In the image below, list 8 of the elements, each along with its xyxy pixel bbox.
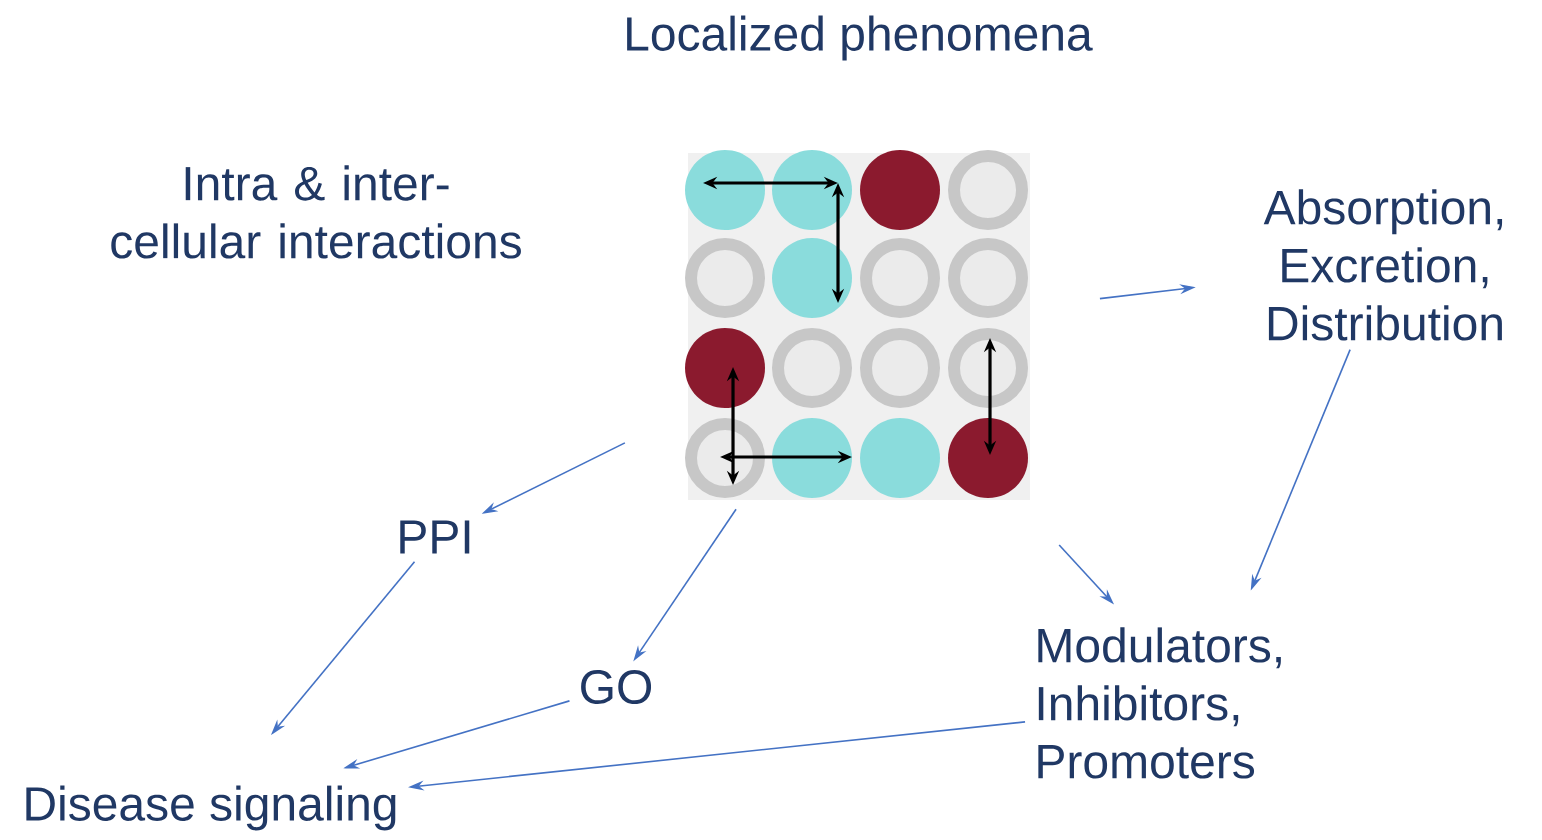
node-label: GO [581,670,652,704]
heading: Localized phenomena [627,15,1093,61]
node-label: Modulators, Inhibitors, Promoters [1038,627,1281,779]
node-label: PPI [400,520,470,554]
node-label: Disease signaling [26,785,396,831]
node-label: Absorption, Excretion, Distribution [1263,189,1503,341]
circle-grid-drawing [685,150,1030,500]
caption-text: Intra & inter-cellular interactions [111,165,521,259]
